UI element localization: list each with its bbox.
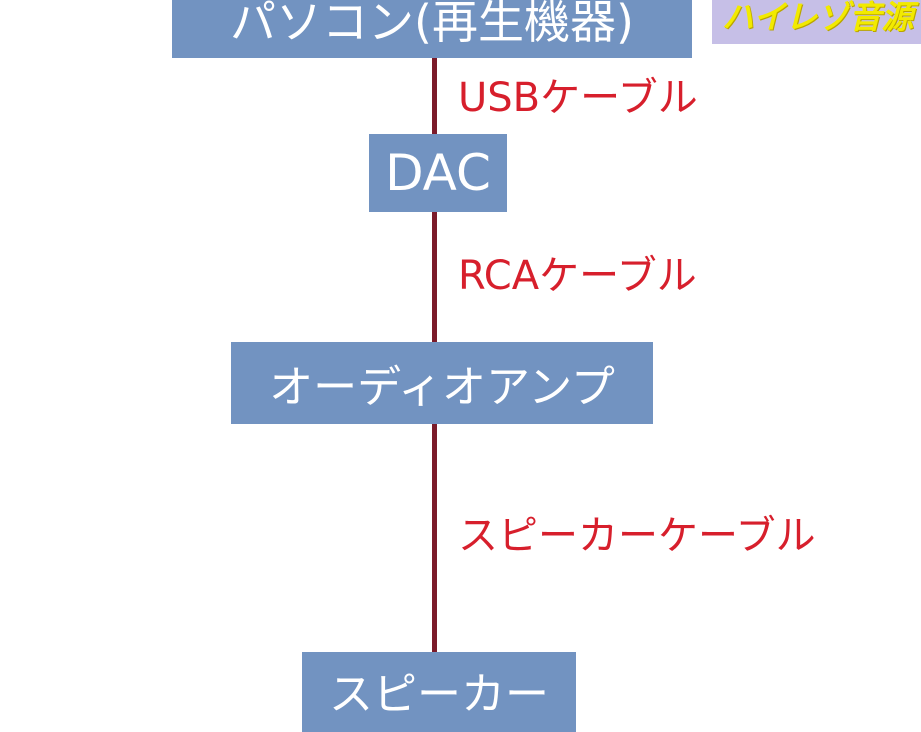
connector-amp-speaker (432, 424, 437, 654)
hi-res-badge-label: ハイレゾ音源 (722, 0, 914, 36)
node-pc-label: パソコン(再生機器) (230, 0, 634, 49)
edge-label-speaker-cable: スピーカーケーブル (458, 513, 816, 559)
hi-res-badge: ハイレゾ音源 (712, 0, 921, 44)
node-audio-amp: オーディオアンプ (231, 342, 653, 424)
node-speaker-label: スピーカー (329, 669, 549, 720)
connector-dac-amp (432, 210, 437, 344)
connector-pc-dac (432, 58, 437, 136)
node-dac-label: DAC (385, 144, 491, 202)
edge-label-usb: USBケーブル (458, 75, 698, 121)
node-audio-amp-label: オーディオアンプ (269, 362, 615, 413)
node-speaker: スピーカー (302, 652, 576, 732)
node-pc: パソコン(再生機器) (172, 0, 692, 58)
node-dac: DAC (369, 134, 507, 212)
edge-label-rca: RCAケーブル (458, 253, 697, 299)
